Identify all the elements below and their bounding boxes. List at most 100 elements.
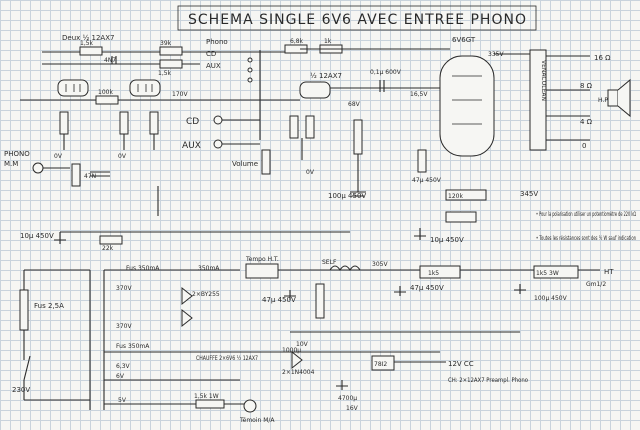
power-transformer: [89, 270, 105, 410]
ht-label: HT: [604, 268, 614, 276]
heater-wires: [104, 351, 440, 381]
c10-label: 4700µ: [338, 395, 357, 402]
hp-label: H.P.: [598, 97, 609, 104]
bridge-label: 2×BY255: [192, 291, 220, 298]
page-title: SCHEMA SINGLE 6V6 AVEC ENTREE PHONO: [188, 12, 527, 28]
preamp-tube-1: [57, 79, 89, 97]
r9-label: 6,8k: [290, 38, 304, 45]
c4-label: 100µ 450V: [328, 192, 366, 200]
driver-tube: [299, 81, 331, 99]
resistor-r11: [99, 235, 123, 245]
choke-label: SELF: [322, 259, 337, 266]
aux-jack-icon: [213, 139, 223, 149]
v305-label: 305V: [372, 261, 388, 268]
preamp-tubes-label: Deux ½ 12AX7: [62, 34, 114, 42]
cd-label: CD: [186, 117, 199, 127]
rectifier-diodes: [181, 286, 193, 328]
cd-jack-icon: [213, 115, 223, 125]
phono-jack-icon: [32, 162, 44, 174]
resistor-r1: [79, 46, 103, 56]
primary-wires: [24, 269, 90, 401]
sel-cd: CD: [206, 50, 216, 58]
c3-label: 10µ 450V: [20, 232, 54, 240]
aux-label: AUX: [182, 141, 201, 151]
r15-label: 1k5 3W: [536, 270, 559, 277]
reg-desc-label: CH: 2×12AX7 Preampl. Phono: [448, 377, 528, 384]
spk-16-label: 16 Ω: [594, 54, 611, 62]
selector-pole-3: [247, 77, 253, 83]
resistor-r16: [195, 399, 225, 409]
capacitor-c1: [111, 56, 117, 64]
r5-label: 100k: [98, 89, 113, 96]
v5-label: 5V: [118, 397, 127, 404]
c8-label: 10µ 450V: [430, 236, 464, 244]
volume-label: Volume: [232, 160, 258, 168]
resistor-ps: [315, 283, 325, 319]
resistor-r6: [59, 111, 69, 135]
r2-label: 39k: [160, 40, 172, 47]
resistor-r3: [159, 59, 183, 69]
v6-label: 6V: [116, 373, 125, 380]
c11-label: 1000µ: [282, 347, 301, 354]
c1-label: 4N7: [104, 57, 116, 64]
v10-label: 10V: [296, 341, 309, 348]
output-transformer: [529, 49, 547, 151]
ground-label-2: 0V: [118, 153, 127, 160]
note-bias: • Pour la polarisation utiliser un poten…: [536, 211, 636, 218]
c6-label: 47µ 450V: [410, 284, 444, 292]
v38-label: 350mA: [198, 265, 220, 272]
r1-label: 1,5k: [80, 40, 94, 47]
driver-tube-label: ½ 12AX7: [310, 72, 342, 80]
fuse-main-label: Fus 2,5A: [34, 302, 64, 310]
volume-pot: [261, 149, 271, 175]
capacitor-c12: [514, 284, 526, 294]
diode-bridge-label: 2×1N4004: [282, 369, 315, 376]
resistor-r15b: [533, 265, 579, 279]
tempo-label: Tempo H.T.: [245, 256, 279, 263]
spk-0-label: 0: [582, 142, 586, 150]
capacitor-c5: [284, 290, 296, 300]
sel-aux: AUX: [206, 62, 221, 70]
speaker-icon: [607, 89, 619, 107]
ot-taps: [546, 55, 590, 141]
c5-label: 47µ 450V: [262, 296, 296, 304]
v370a-label: 370V: [116, 285, 132, 292]
v63-label: 6,3V: [116, 363, 131, 370]
main-fuse: [19, 289, 29, 331]
fuse-heater-label: Fus 350mA: [116, 343, 150, 350]
resistor-r14: [419, 265, 461, 279]
resistor-r12: [289, 115, 299, 139]
ground-label-3: 0V: [306, 169, 315, 176]
preamp-tube-2: [129, 79, 161, 97]
capacitor-c2: [90, 171, 110, 177]
spk-8-label: 8 Ω: [580, 82, 593, 90]
v16-label: 16V: [346, 405, 359, 412]
resistor-r15: [445, 211, 477, 223]
r17-label: 120k: [448, 193, 463, 200]
speaker-cone-icon: [617, 78, 631, 118]
capacitor-c4: [350, 191, 366, 197]
r14-label: 1k5: [428, 270, 439, 277]
r10-label: 1k: [324, 38, 332, 45]
v68-label: 68V: [348, 101, 361, 108]
capacitor-c6: [394, 286, 406, 296]
reg-out-label: 12V CC: [448, 360, 474, 368]
phono-mm-label: M.M: [4, 160, 18, 168]
selector-pole-2: [247, 67, 253, 73]
gm-label: Gm1/2: [586, 281, 606, 288]
c9-label: 0,1µ 600V: [370, 69, 402, 76]
heater-label: CHAUFFE 2×6V6 ½ 12AX7: [196, 355, 258, 362]
choke-icon: [329, 265, 361, 272]
mains-wires: [23, 270, 31, 400]
ground-label-1: 0V: [54, 153, 63, 160]
note-resistors: • Toutes les résistances sont des ½ W sa…: [536, 235, 636, 242]
c12-label: 100µ 450V: [534, 295, 568, 302]
c7-label: 47µ 450V: [412, 177, 442, 184]
resistor-r17: [353, 119, 363, 155]
resistor-r7: [119, 111, 129, 135]
phono-label: PHONO: [4, 150, 30, 158]
spk-4-label: 4 Ω: [580, 118, 593, 126]
r11-label: 22k: [102, 245, 114, 252]
tube-2-electrodes: [137, 84, 153, 92]
